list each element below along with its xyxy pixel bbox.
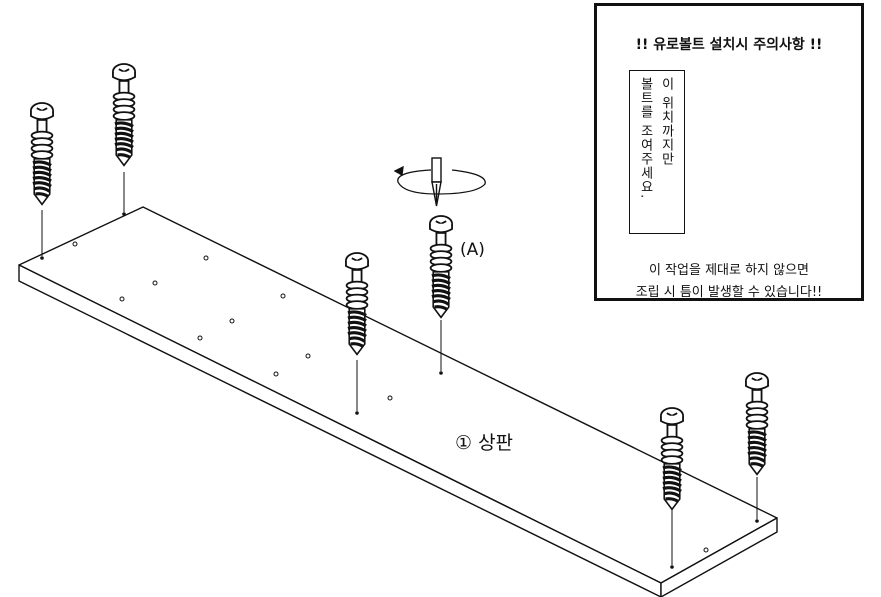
guide-lines <box>41 172 758 565</box>
bolt-hole-marks <box>40 212 759 569</box>
screwdriver-icon <box>431 157 442 207</box>
top-panel-board <box>18 206 778 597</box>
part-a-label: (A) <box>460 240 485 260</box>
tighten-instruction-left: 볼트를 조여주세요. <box>637 77 653 200</box>
euro-bolt-icon <box>29 101 55 206</box>
caution-title: !! 유로볼트 설치시 주의사항 !! <box>635 37 823 53</box>
euro-bolt-icon <box>659 406 685 511</box>
warning-line-2: 조립 시 틈이 발생할 수 있습니다!! <box>635 285 823 300</box>
warning-line-1: 이 작업을 제대로 하지 않으면 <box>648 263 810 278</box>
part-name-label: ① 상판 <box>455 432 514 454</box>
euro-bolt-icon <box>344 251 370 356</box>
drill-hole-icon <box>72 241 709 553</box>
tighten-instruction-right: 이 위치까지만 <box>658 77 674 167</box>
caution-warning: 이 작업을 제대로 하지 않으면 조립 시 틈이 발생할 수 있습니다!! <box>597 260 861 304</box>
euro-bolt-icon <box>428 214 454 319</box>
euro-bolt-icon <box>111 62 137 167</box>
tighten-instruction-box: 볼트를 조여주세요. 이 위치까지만 <box>629 70 685 234</box>
rotation-arrow-icon <box>393 165 486 195</box>
euro-bolt-icon <box>744 371 770 476</box>
caution-note-box: !! 유로볼트 설치시 주의사항 !! 볼트를 조여주세요. 이 위치까지만 이… <box>594 3 864 301</box>
